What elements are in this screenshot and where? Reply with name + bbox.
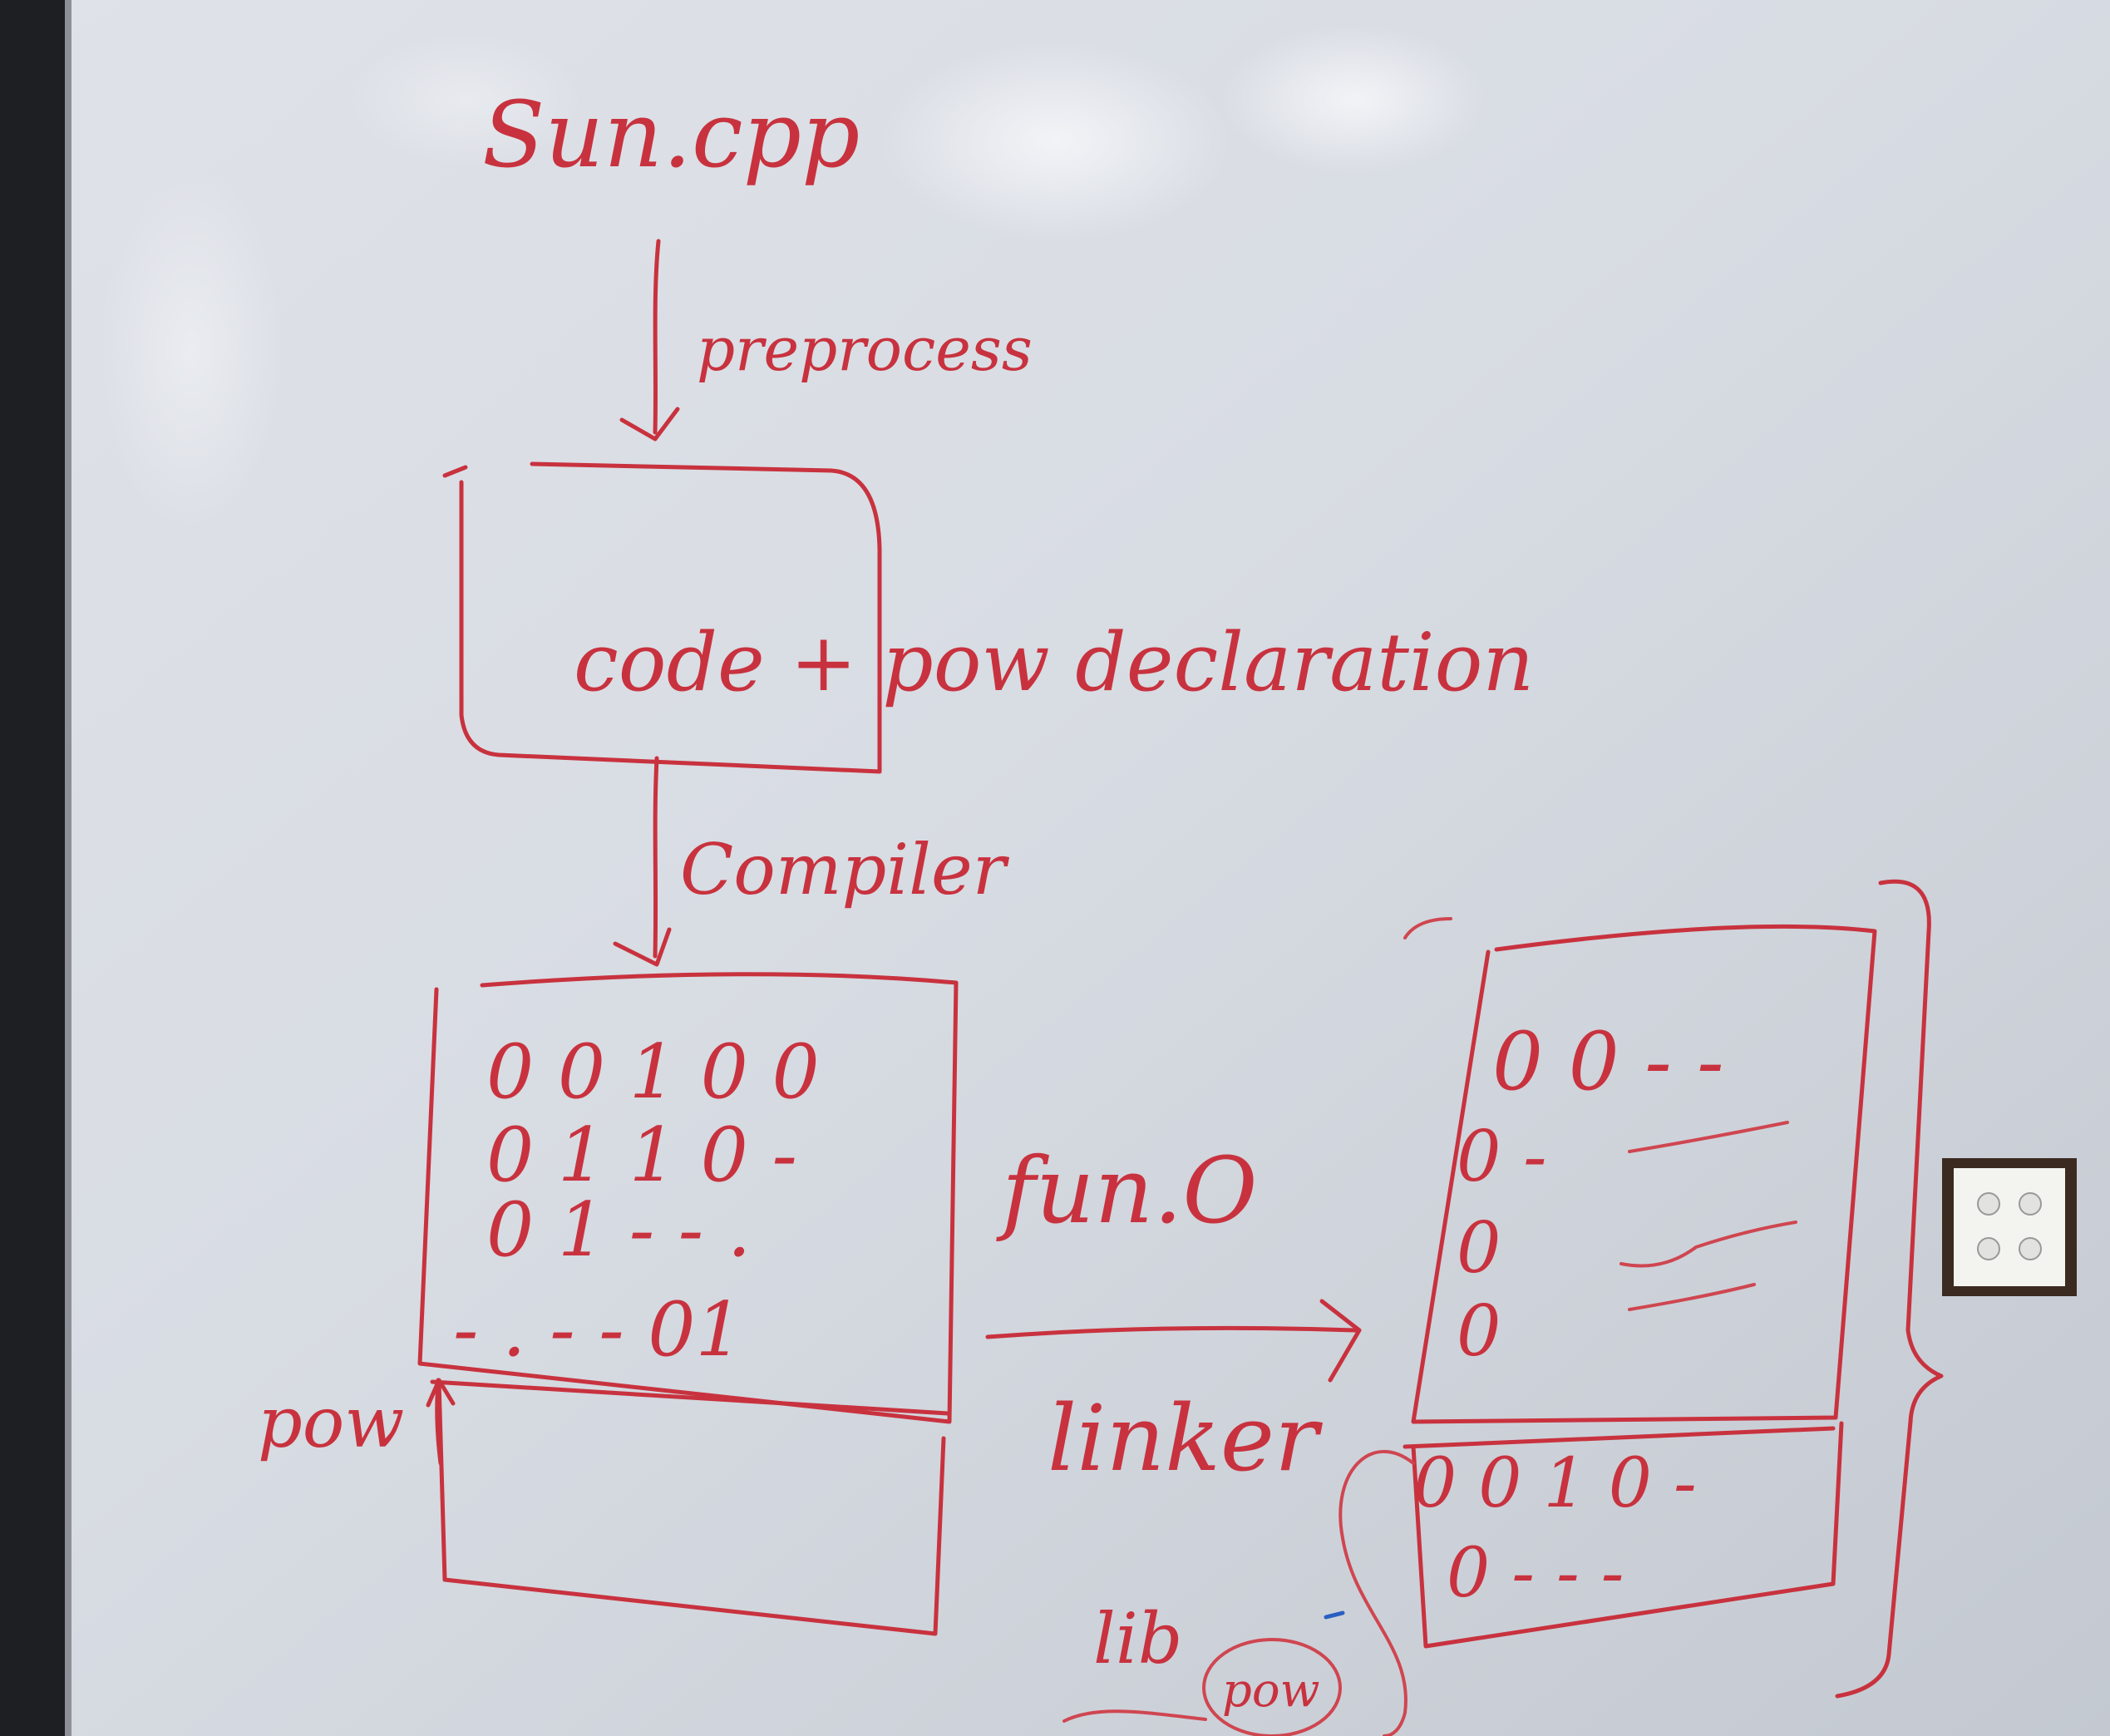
library-scribble [1062, 1709, 1207, 1723]
library-symbol-label: pow [1222, 1664, 1320, 1718]
executable-bits-row: 0 0 - - [1492, 1015, 1724, 1108]
linker-label: linker [1048, 1385, 1324, 1492]
executable-line [1628, 1283, 1756, 1311]
power-socket [1942, 1158, 2077, 1296]
object-bits-row: - . - - 01 [453, 1286, 743, 1374]
object-file-lower-box [436, 1379, 946, 1636]
preprocess-arrow [653, 239, 661, 435]
pow-symbol-label: pow [258, 1382, 404, 1463]
executable-bits-row: 0 - [1457, 1116, 1547, 1197]
preprocess-label: preprocess [697, 314, 1033, 384]
light-glare [100, 166, 283, 532]
object-bits-row: 0 1 - - . [486, 1186, 751, 1274]
object-file-label: fun.O [996, 1137, 1258, 1244]
executable-line [1628, 1121, 1789, 1153]
preprocessed-box [459, 461, 882, 774]
marker-dot [1324, 1610, 1345, 1620]
frame-edge [65, 0, 71, 1736]
executable-brace [1835, 879, 1944, 1699]
board-frame [0, 0, 65, 1736]
object-bits-row: 0 0 1 0 0 [486, 1028, 820, 1116]
arrow-head [613, 927, 672, 967]
object-file-divider [430, 1379, 950, 1416]
object-file-box [417, 972, 959, 1424]
executable-box [1411, 924, 1877, 1424]
light-glare [349, 33, 582, 166]
executable-line [1619, 1221, 1797, 1268]
arrow-head [1319, 1299, 1362, 1383]
library-symbol-circle [1202, 1638, 1342, 1736]
executable-corner-mark [1403, 917, 1452, 940]
preprocessed-box-label: code + pow declaration [574, 616, 1534, 709]
light-glare [1222, 25, 1488, 175]
linker-arrow [985, 1325, 1358, 1339]
compile-label: Compiler [680, 829, 1010, 910]
object-bits-row: 0 1 1 0 - [486, 1112, 797, 1199]
library-link-loop [1338, 1450, 1415, 1736]
executable-lower-box [1411, 1421, 1844, 1649]
executable-bits-row: 0 - - - [1447, 1534, 1624, 1613]
source-file-label: Sun.cpp [482, 81, 860, 188]
executable-bits-row: 0 [1457, 1290, 1501, 1372]
executable-divider [1403, 1426, 1836, 1449]
arrow-head [426, 1378, 456, 1408]
executable-bits-row: 0 0 1 0 - [1413, 1444, 1697, 1523]
light-glare [881, 42, 1230, 241]
library-label: lib [1093, 1598, 1183, 1679]
arrow-head [619, 407, 680, 441]
executable-bits-row: 0 [1457, 1207, 1501, 1289]
compile-arrow [653, 756, 659, 959]
box-corner-mark [442, 465, 468, 478]
